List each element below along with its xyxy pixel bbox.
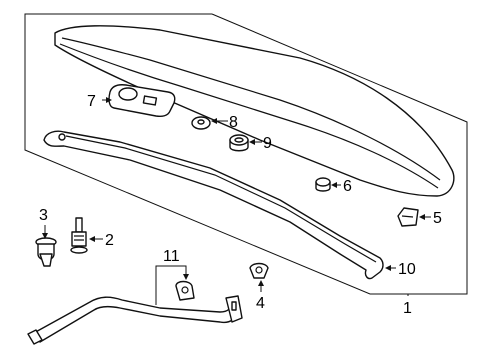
spoiler-panel: [54, 25, 455, 197]
retainer-clip: [397, 207, 419, 227]
callout-9: 9: [263, 135, 272, 152]
callout-3: 3: [39, 207, 48, 224]
assembly-boundary: [24, 13, 468, 295]
callout-10: 10: [398, 261, 416, 278]
callout-4: 4: [256, 295, 265, 312]
retainer: [249, 262, 269, 279]
callout-7: 7: [87, 93, 96, 110]
push-pin-fastener: [35, 237, 57, 267]
callout-5: 5: [433, 210, 442, 227]
callout-2: 2: [105, 232, 114, 249]
washer: [191, 116, 211, 130]
grommet: [229, 134, 249, 152]
callout-11: 11: [163, 248, 180, 265]
leader-lines: [42, 97, 431, 305]
callout-1: 1: [403, 300, 412, 317]
brake-lamp-housing: [108, 84, 176, 118]
spoiler-bracket: [43, 130, 384, 280]
callout-6: 6: [343, 178, 352, 195]
stud-bolt: [70, 217, 88, 254]
wiring-harness: [27, 280, 243, 345]
nut: [315, 177, 331, 192]
callout-8: 8: [229, 114, 238, 131]
